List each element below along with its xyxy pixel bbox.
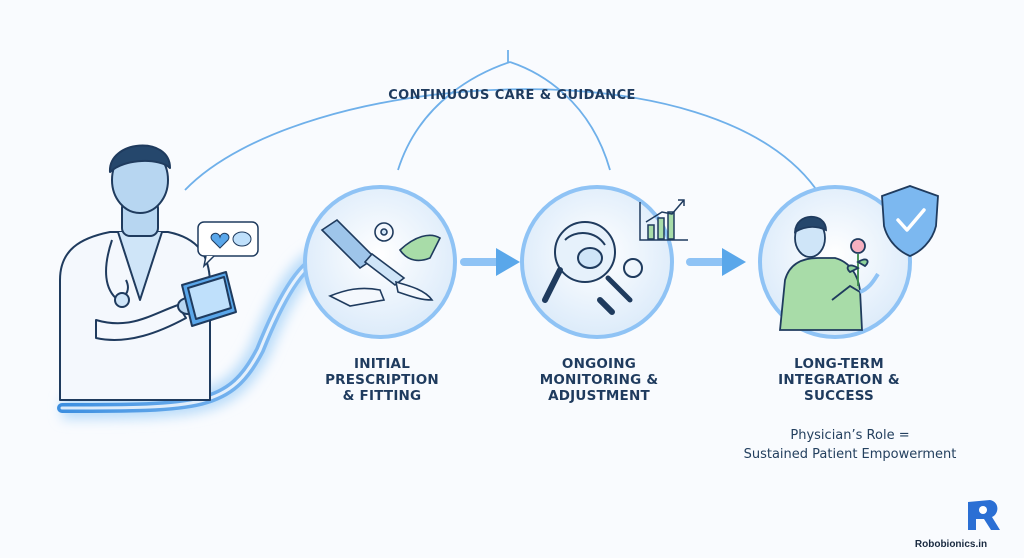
stage-2-label: ONGOING MONITORING & ADJUSTMENT bbox=[539, 356, 659, 404]
stage-3-label: LONG-TERM INTEGRATION & SUCCESS bbox=[778, 356, 900, 404]
stage-1-label: INITIAL PRESCRIPTION & FITTING bbox=[325, 356, 439, 404]
brand-footer: Robobionics.in bbox=[896, 537, 1006, 550]
physician-role-caption: Physician’s Role = Sustained Patient Emp… bbox=[720, 426, 980, 464]
growth-chart-icon bbox=[639, 199, 688, 241]
arrow-2-icon bbox=[686, 248, 746, 276]
care-banner-title: CONTINUOUS CARE & GUIDANCE bbox=[388, 88, 636, 103]
arrow-1-icon bbox=[460, 248, 520, 276]
chat-bubble-icon bbox=[197, 221, 259, 269]
glow-path bbox=[57, 247, 325, 419]
shield-check-icon bbox=[881, 185, 939, 257]
role-line-2: Sustained Patient Empowerment bbox=[743, 447, 957, 462]
magnifier-wrench-icon bbox=[542, 221, 643, 315]
prosthetic-arm-fitting-icon bbox=[320, 218, 442, 307]
doctor-icon bbox=[59, 144, 237, 401]
robobionics-logo bbox=[968, 500, 1000, 530]
role-line-1: Physician’s Role = bbox=[790, 428, 910, 443]
patient-success-icon bbox=[779, 215, 880, 331]
care-arc bbox=[184, 50, 821, 196]
brand-name: Robobionics.in bbox=[914, 539, 988, 550]
